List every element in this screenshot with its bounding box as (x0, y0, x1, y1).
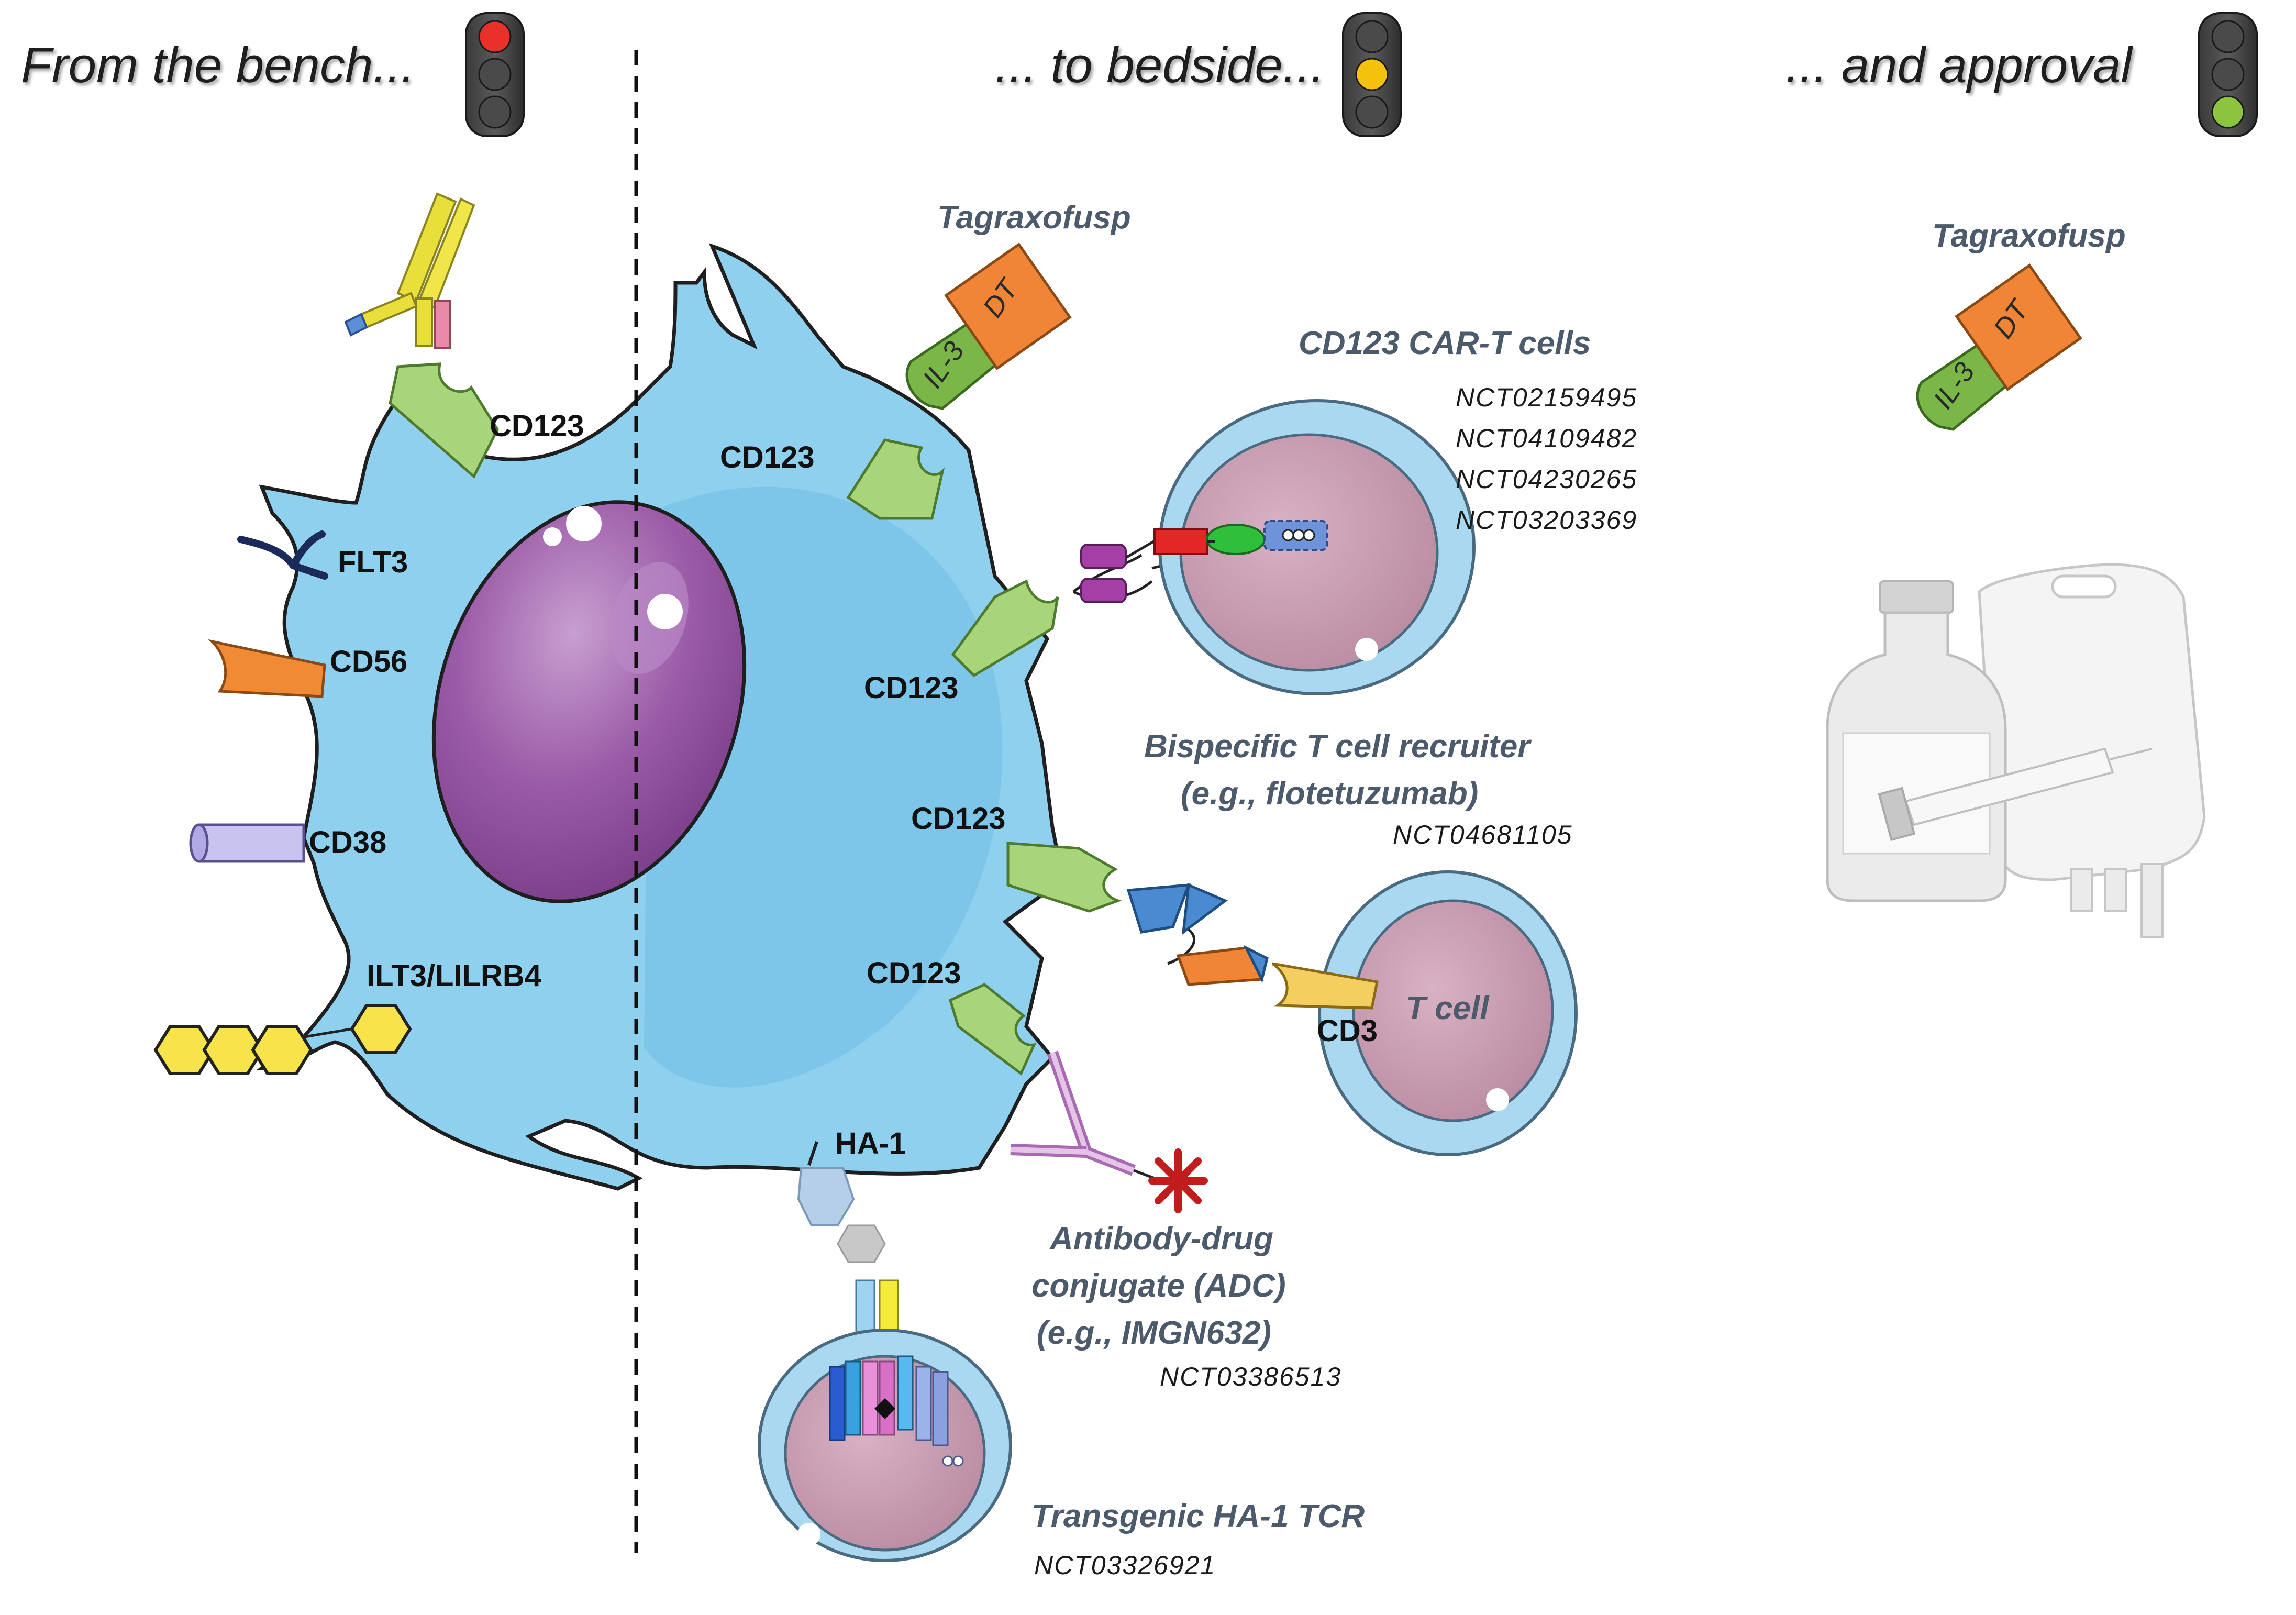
label-cd3: CD3 (1317, 1014, 1378, 1048)
nct-tcr: NCT03326921 (1034, 1551, 1216, 1580)
vesicle (647, 594, 683, 629)
nct-cart-2: NCT04109482 (1456, 424, 1638, 453)
vesicle (566, 506, 602, 541)
drug-product-illustration (1826, 563, 2206, 938)
nct-adc: NCT03386513 (1160, 1362, 1342, 1391)
traffic-light-red (465, 12, 525, 137)
label-adc-line1: Antibody-drug (1050, 1221, 1274, 1257)
label-flt3: FLT3 (338, 545, 408, 579)
header-bench: From the bench... (21, 37, 415, 93)
flt3-receptor (237, 530, 328, 580)
label-cd38: CD38 (309, 825, 387, 859)
ha1-tcr (758, 1141, 1012, 1562)
label-cd123-left: CD123 (490, 409, 584, 443)
cd123-receptor-bispecific (1006, 842, 1122, 913)
label-bispecific-line1: Bispecific T cell recruiter (1144, 728, 1530, 765)
car-construct (1072, 538, 1189, 603)
label-cart-title: CD123 CAR-T cells (1299, 325, 1591, 361)
cart-cell (1153, 399, 1476, 695)
label-adc-line3: (e.g., IMGN632) (1037, 1315, 1271, 1351)
traffic-light-yellow (1342, 12, 1402, 137)
tagraxofusp-conjugate-bedside: IL-3 DT (905, 242, 1072, 410)
label-t-cell: T cell (1406, 990, 1489, 1026)
ha1-peptide (837, 1224, 886, 1263)
label-ilt3: ILT3/LILRB4 (367, 959, 542, 993)
cd123-receptor-tagraxofusp (846, 438, 945, 520)
cd56-receptor (208, 639, 326, 698)
label-cd123-tagraxofusp: CD123 (720, 440, 815, 474)
tagraxofusp-conjugate-approval: IL-3 DT (1916, 263, 2082, 431)
cd123-receptor-adc (948, 983, 1037, 1076)
cd123-receptor-cart (951, 579, 1059, 678)
label-bispecific-line2: (e.g., flotetuzumab) (1181, 776, 1479, 812)
syringe-icon (1878, 747, 2153, 842)
drug-payload-icon (1148, 1148, 1208, 1213)
label-tagraxofusp-approval: Tagraxofusp (1932, 218, 2126, 254)
traffic-light-green (2198, 12, 2258, 137)
mhc-molecule (797, 1167, 855, 1226)
antibody-icon (344, 192, 475, 349)
bispecific-antibody (1126, 883, 1269, 986)
nct-cart-1: NCT02159495 (1456, 383, 1638, 412)
iv-bag-icon (1978, 563, 2206, 881)
header-approval: ... and approval (1785, 37, 2132, 93)
nct-cart-3: NCT04230265 (1456, 464, 1638, 494)
label-cd56: CD56 (330, 645, 408, 679)
label-cd123-bispecific: CD123 (911, 802, 1006, 836)
antibody-drug-conjugate (1010, 1050, 1208, 1213)
header-bedside: ... to bedside... (995, 37, 1325, 93)
cd3-receptor (1271, 962, 1379, 1010)
vesicle (543, 527, 562, 546)
cd38-receptor (189, 823, 305, 863)
nct-bispecific: NCT04681105 (1393, 820, 1573, 849)
label-adc-line2: conjugate (ADC) (1031, 1268, 1286, 1304)
label-ha1: HA-1 (835, 1126, 906, 1160)
label-tagraxofusp-bedside: Tagraxofusp (937, 200, 1131, 236)
label-tcr-title: Transgenic HA-1 TCR (1031, 1498, 1365, 1534)
nct-cart-4: NCT03203369 (1456, 505, 1638, 535)
bispecific-t-cell (1271, 870, 1578, 1156)
ilt3-ligand-chain (153, 1004, 412, 1075)
cd123-receptor-left (389, 362, 499, 479)
label-cd123-adc: CD123 (867, 956, 961, 990)
label-cd123-cart: CD123 (864, 671, 959, 705)
